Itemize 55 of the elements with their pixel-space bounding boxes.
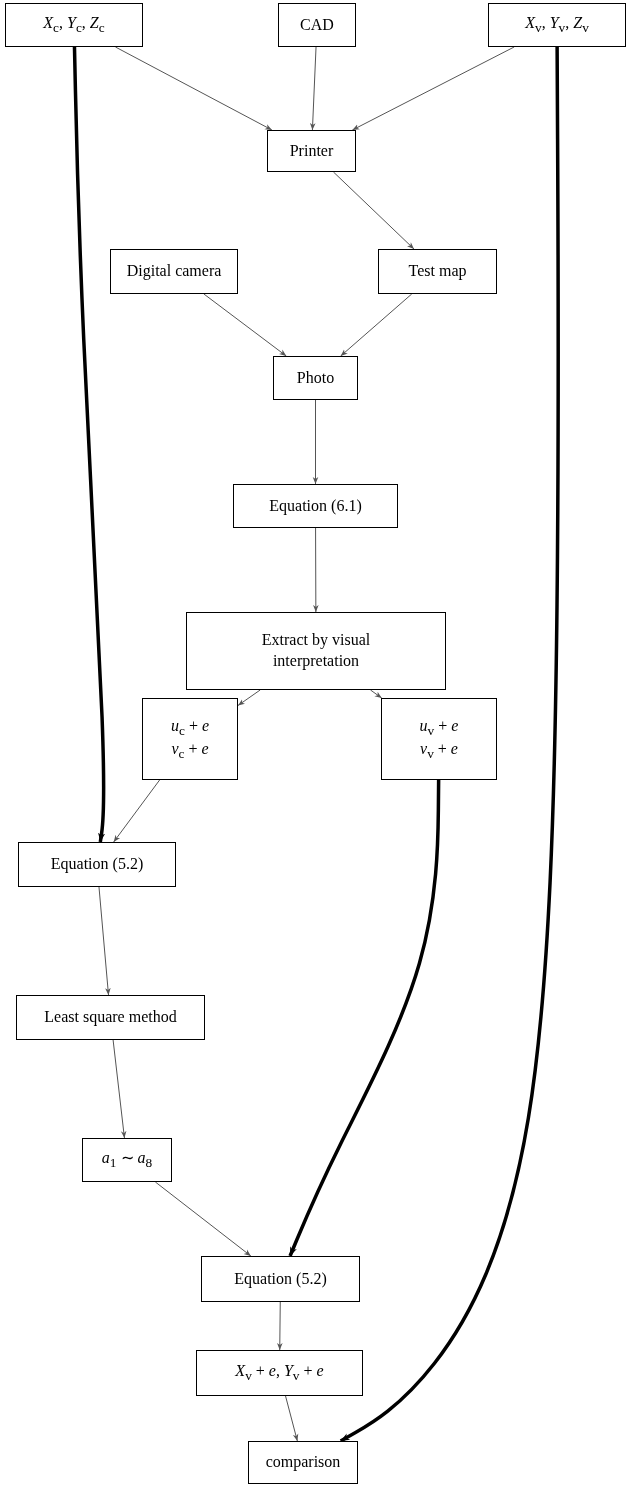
box-label: Extract by visual interpretation [260, 630, 372, 672]
box-label: Printer [289, 140, 334, 161]
box-label: Test map [408, 261, 467, 282]
process-box [16, 995, 205, 1040]
process-box [378, 249, 497, 294]
process-box [18, 842, 176, 887]
arrow [288, 780, 441, 1257]
box-label: Equation (5.2) [234, 1268, 327, 1290]
arrow [154, 1181, 252, 1257]
process-box [267, 130, 356, 172]
arrow [72, 46, 106, 843]
arrow [203, 293, 287, 357]
process-box [110, 249, 238, 294]
box-label: Photo [296, 367, 335, 388]
box-label: u$_{c}$ + e [170, 715, 210, 739]
arrow [312, 399, 319, 485]
arrow [370, 689, 383, 699]
process-box [5, 3, 143, 47]
box-label: u$_{v}$ + e [419, 715, 459, 739]
process-box [142, 698, 238, 780]
box-label: comparison [265, 1452, 341, 1473]
process-box [186, 612, 446, 690]
arrow [285, 1395, 299, 1442]
box-label: Digital camera [126, 261, 222, 282]
arrow [114, 46, 273, 131]
process-box [273, 356, 358, 400]
box-label: Least square method [44, 1007, 177, 1028]
arrow [339, 47, 560, 1443]
box-label: X$_{v}$ + e, Y$_{v}$ + e [235, 1361, 324, 1385]
process-box [488, 3, 626, 47]
process-box [82, 1138, 172, 1182]
arrow [332, 171, 415, 250]
process-box [381, 698, 497, 780]
process-box [233, 484, 398, 528]
arrow [112, 1039, 127, 1139]
process-box [196, 1350, 363, 1396]
process-box [278, 3, 356, 47]
arrow [351, 46, 515, 131]
process-box [201, 1256, 360, 1302]
arrow [237, 689, 261, 706]
arrow [309, 46, 317, 131]
box-label: v$_{v}$ + e [420, 739, 458, 763]
box-label: X$_{v}$, Y$_{v}$, Z$_{v}$ [525, 13, 589, 37]
box-label: v$_{c}$ + e [171, 739, 209, 763]
box-label: X$_{c}$, Y$_{c}$, Z$_{c}$ [43, 13, 105, 37]
box-label: a$_{1}$ ∼ a$_{8}$ [101, 1148, 153, 1172]
arrow [340, 293, 413, 357]
arrow [313, 527, 319, 613]
process-box [248, 1441, 358, 1484]
box-label: Equation (5.2) [50, 854, 144, 875]
arrow [98, 886, 111, 996]
arrow [113, 779, 161, 843]
arrow [277, 1301, 283, 1351]
box-label: Equation (6.1) [269, 495, 362, 517]
box-label: CAD [300, 14, 334, 35]
